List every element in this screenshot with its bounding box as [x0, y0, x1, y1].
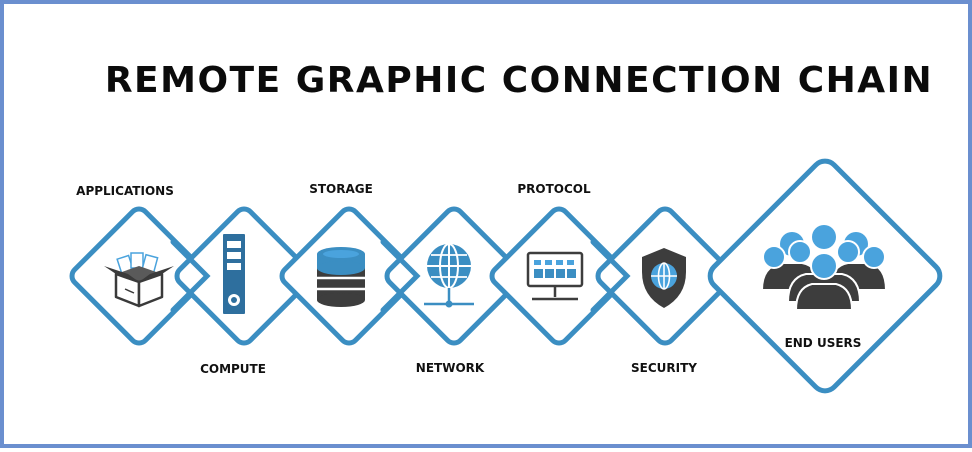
protocol-monitor-icon — [526, 251, 584, 301]
globe-network-icon — [424, 243, 474, 308]
label-storage: STORAGE — [309, 182, 373, 196]
diagram-title: REMOTE GRAPHIC CONNECTION CHAIN — [104, 60, 934, 101]
label-end-users: END USERS — [784, 336, 862, 350]
label-security: SECURITY — [631, 361, 697, 375]
label-protocol: PROTOCOL — [517, 182, 591, 196]
server-tower-icon — [223, 234, 245, 314]
user-group-icon — [760, 225, 888, 311]
label-compute: COMPUTE — [200, 362, 266, 376]
open-box-icon — [104, 252, 174, 308]
label-applications: APPLICATIONS — [76, 184, 174, 198]
database-icon — [317, 247, 365, 307]
connection-chain — [69, 158, 943, 394]
shield-globe-icon — [642, 248, 686, 308]
label-network: NETWORK — [415, 361, 485, 375]
